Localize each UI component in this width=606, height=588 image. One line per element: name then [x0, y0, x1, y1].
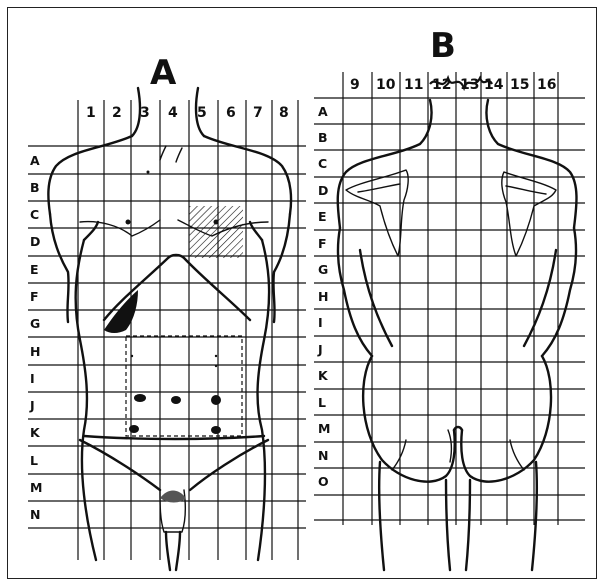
panel-b-col-14: 14 [484, 77, 504, 93]
panel-a-row-g: G [30, 316, 40, 331]
panel-b-row-m: M [318, 421, 330, 436]
panel-b-row-h: H [318, 289, 328, 304]
panel-b-col-16: 16 [537, 77, 556, 93]
panel-a-col-2: 2 [112, 105, 122, 121]
back-body-outline [338, 100, 577, 570]
panel-a-row-e: E [30, 262, 39, 277]
panel-a-row-i: I [30, 371, 35, 386]
panel-a-row-c: C [30, 207, 39, 222]
marker-dot [211, 426, 221, 434]
marker-dot [215, 355, 217, 357]
panel-b-back-view: B [314, 26, 585, 570]
marker-dot [129, 425, 139, 433]
panel-a-col-3: 3 [140, 105, 150, 121]
panel-a-row-a: A [30, 153, 40, 168]
panel-a-col-5: 5 [197, 105, 207, 121]
panel-a-col-7: 7 [253, 105, 263, 121]
panel-b-row-d: D [318, 183, 328, 198]
panel-b-row-e: E [318, 209, 327, 224]
marker-dot [126, 220, 131, 225]
panel-b-row-i: I [318, 315, 323, 330]
panel-a-col-4: 4 [168, 105, 178, 121]
marker-dot [215, 365, 217, 367]
panel-a-row-m: M [30, 480, 42, 495]
panel-a-col-1: 1 [86, 105, 96, 121]
panel-a-row-k: K [30, 425, 41, 440]
panel-b-row-k: K [318, 368, 329, 383]
panel-b-row-n: N [318, 448, 328, 463]
panel-b-row-b: B [318, 130, 328, 145]
liver-lesion-marking [104, 290, 138, 333]
abdominal-dashed-region [126, 336, 242, 436]
panel-b-col-15: 15 [510, 77, 529, 93]
panel-b-col-10: 10 [376, 77, 396, 93]
panel-a-row-b: B [30, 180, 40, 195]
back-body-details [346, 170, 556, 470]
marker-dot [147, 171, 150, 174]
panel-b-row-f: F [318, 236, 327, 251]
panel-b-row-l: L [318, 395, 326, 410]
marker-dot [134, 394, 146, 402]
panel-a-front-view: A [28, 53, 306, 570]
panel-a-col-8: 8 [279, 105, 289, 121]
panel-a-row-l: L [30, 453, 38, 468]
panel-b-row-o: O [318, 474, 329, 489]
panel-b-row-a: A [318, 104, 328, 119]
panel-b-title: B [430, 26, 456, 66]
panel-a-row-h: H [30, 344, 40, 359]
panel-a-row-f: F [30, 289, 39, 304]
hatched-lesion-area [189, 206, 243, 258]
panel-b-row-j: J [317, 342, 323, 357]
marker-dot [131, 355, 133, 357]
panel-b-row-g: G [318, 262, 328, 277]
panel-a-row-j: J [29, 398, 35, 413]
panel-a-row-n: N [30, 507, 40, 522]
panel-b-col-9: 9 [350, 77, 360, 93]
panel-a-title: A [150, 53, 177, 93]
marker-dot [211, 395, 221, 405]
marker-dot [214, 220, 219, 225]
panel-a-row-d: D [30, 234, 40, 249]
panel-a-col-6: 6 [226, 105, 236, 121]
marker-dot [171, 396, 181, 404]
panel-b-row-c: C [318, 156, 327, 171]
panel-b-col-11: 11 [404, 77, 423, 93]
